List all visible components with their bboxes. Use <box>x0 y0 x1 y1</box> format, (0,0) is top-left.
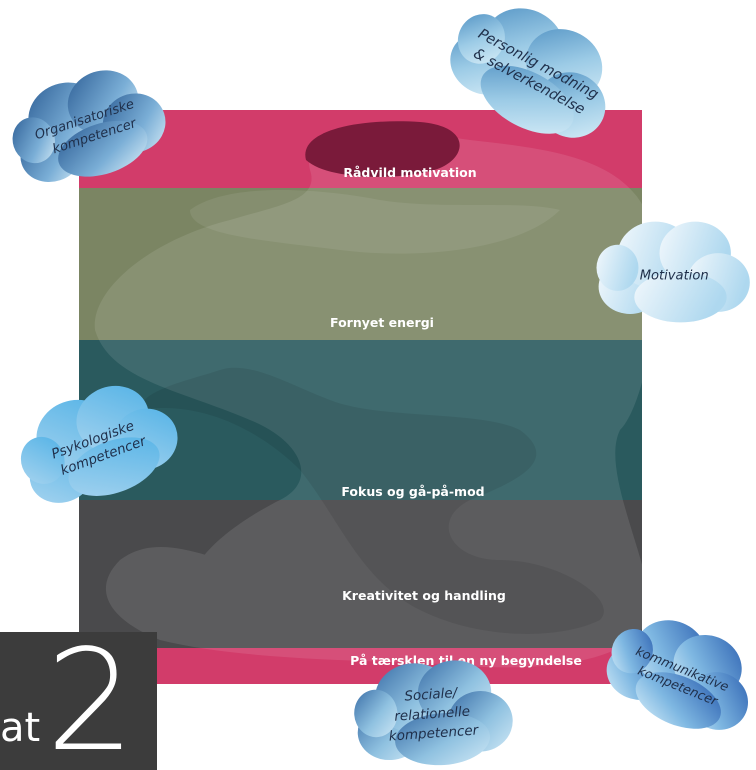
band-label-radvild: Rådvild motivation <box>343 165 476 180</box>
flow-shape-inner <box>140 367 604 634</box>
cloud-organisatoriske: Organisatoriske kompetencer <box>0 55 177 199</box>
band-taersklen <box>79 648 642 684</box>
cloud-label: kompetencer <box>388 722 480 744</box>
cloud-label: Motivation <box>640 268 709 283</box>
band-label-kreativitet: Kreativitet og handling <box>342 588 506 603</box>
chapter-prefix: at <box>0 705 41 751</box>
cloud-label: relationelle <box>394 704 471 725</box>
band-fokus <box>79 340 642 500</box>
flow-swirl <box>190 190 560 254</box>
flow-shape <box>94 132 656 668</box>
cloud-kommunikative: kommunikative kompetencer <box>593 601 756 749</box>
band-label-fornyet: Fornyet energi <box>330 315 434 330</box>
band-fornyet-energi <box>79 188 642 340</box>
dark-blob <box>305 121 460 177</box>
cloud-psykologiske: Psykologiske kompetencer <box>6 369 190 521</box>
cloud-label: Sociale/ <box>404 685 459 705</box>
cloud-sociale: Sociale/ relationelle kompetencer <box>350 656 516 770</box>
band-label-fokus: Fokus og gå-på-mod <box>341 484 484 499</box>
band-kreativitet <box>79 500 642 648</box>
cloud-motivation: Motivation <box>596 221 750 323</box>
chapter-number: 2 <box>46 632 136 770</box>
chapter-badge: at 2 <box>0 632 157 770</box>
